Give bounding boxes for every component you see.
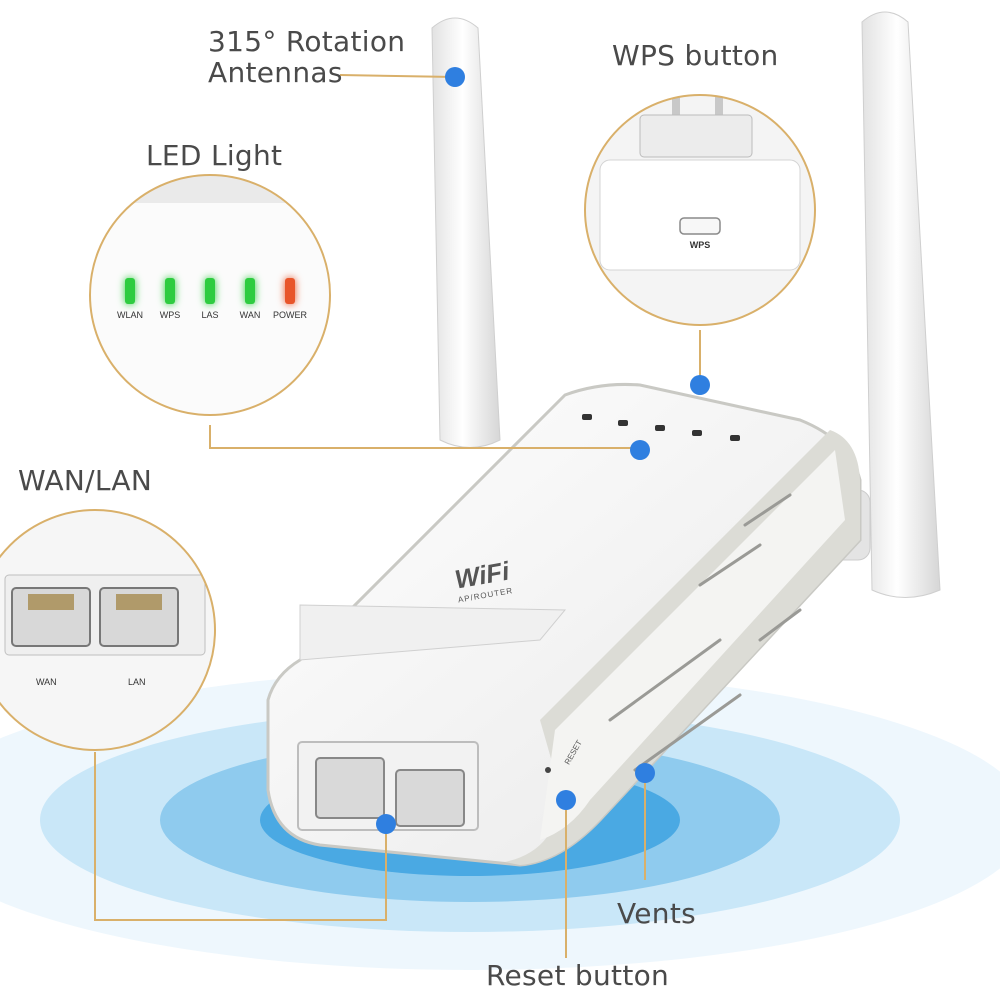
led-wan: WAN bbox=[230, 278, 270, 320]
reset-button-label: Reset button bbox=[486, 959, 670, 992]
led-light-icon bbox=[285, 278, 295, 304]
repeater-body bbox=[266, 382, 862, 867]
led-power: POWER bbox=[270, 278, 310, 320]
led-light-icon bbox=[125, 278, 135, 304]
wps-callout-circle bbox=[584, 94, 816, 326]
led-label: LED Light bbox=[146, 139, 283, 172]
wan-lan-label: WAN/LAN bbox=[18, 464, 153, 497]
led-light-icon bbox=[205, 278, 215, 304]
antennas-label-line2: Antennas bbox=[208, 56, 343, 89]
left-antenna bbox=[431, 17, 501, 448]
led-wps: WPS bbox=[150, 278, 190, 320]
led-indicator-row: WLAN WPS LAS WAN POWER bbox=[110, 278, 310, 320]
wps-button-label: WPS bbox=[689, 240, 711, 250]
vents-label: Vents bbox=[617, 897, 697, 930]
led-light-icon bbox=[245, 278, 255, 304]
lan-port-label: LAN bbox=[128, 677, 146, 687]
led-las: LAS bbox=[190, 278, 230, 320]
led-light-icon bbox=[165, 278, 175, 304]
marker-dots bbox=[376, 67, 710, 834]
antennas-label-line1: 315° Rotation bbox=[208, 25, 406, 58]
wan-port-label: WAN bbox=[36, 677, 57, 687]
leader-lines bbox=[94, 74, 701, 958]
port-callout-circle bbox=[0, 509, 216, 751]
led-wlan: WLAN bbox=[110, 278, 150, 320]
wps-label: WPS button bbox=[612, 39, 779, 72]
